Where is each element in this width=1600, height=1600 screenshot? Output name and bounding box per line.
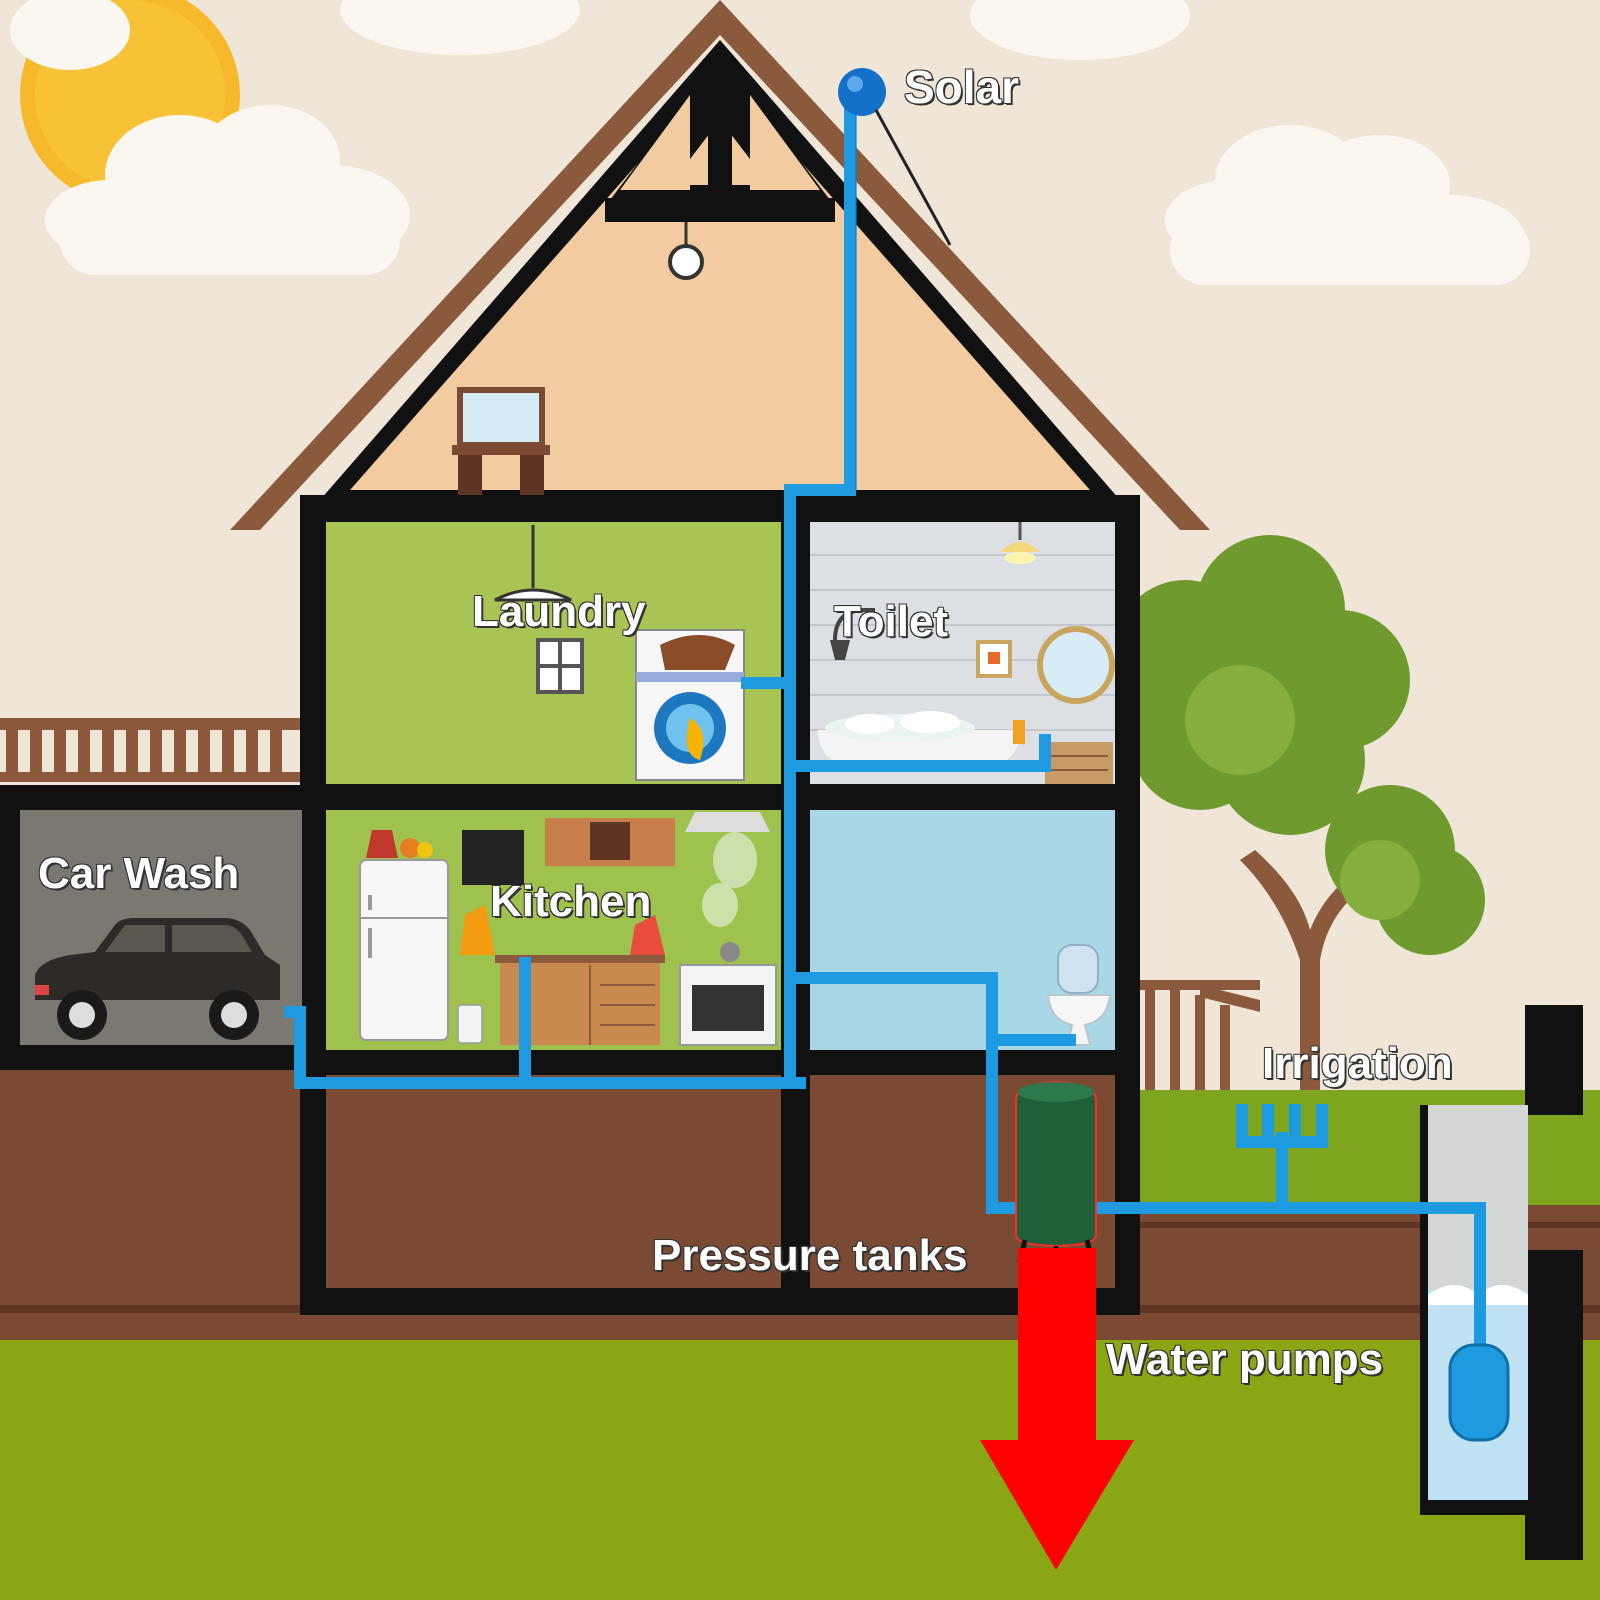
label-kitchen: Kitchen: [489, 877, 652, 926]
lamp-icon: [668, 222, 704, 280]
label-solar: Solar: [903, 61, 1020, 113]
label-water-pumps: Water pumps: [1105, 1335, 1384, 1384]
trash-bin: [457, 1004, 483, 1044]
down-arrow-icon: [980, 1248, 1134, 1570]
shower-head-icon: [830, 608, 875, 660]
pressure-tank-icon: [1015, 1080, 1097, 1263]
bathtub-icon: [818, 711, 1020, 768]
back-stairs: [1140, 980, 1260, 1090]
steam: [702, 832, 757, 927]
label-toilet: Toilet: [833, 597, 949, 646]
solar-collector-icon: [838, 68, 952, 246]
label-car-wash: Car Wash: [37, 849, 240, 898]
cloud-icon: [1165, 125, 1530, 285]
washing-machine-icon: [635, 629, 745, 781]
lamp-icon: [494, 525, 572, 602]
refrigerator-icon: [359, 859, 449, 1041]
car-icon: [35, 918, 280, 1040]
label-laundry: Laundry: [471, 587, 646, 636]
wall-cabinet: [545, 818, 675, 866]
range-hood: [685, 812, 770, 832]
well-pump-icon: [1448, 1343, 1510, 1442]
picture-frame: [976, 640, 1012, 678]
label-pressure-tanks: Pressure tanks: [651, 1231, 968, 1280]
cloud-icon: [10, 0, 1190, 70]
basement-left: [326, 1075, 781, 1288]
label-irrigation: Irrigation: [1261, 1039, 1453, 1088]
roof: [230, 0, 1210, 530]
grass-ground: [0, 1340, 1600, 1600]
mirror-icon: [1037, 626, 1115, 704]
tree-icon: [1115, 535, 1485, 1090]
laundry-window: [536, 638, 584, 694]
lamp-icon: [1000, 522, 1040, 564]
attic-window: [452, 387, 550, 497]
tv-screen: [462, 830, 524, 885]
fence: [0, 718, 300, 782]
water-pipes: [284, 86, 1486, 1346]
kettle-icon: [366, 830, 433, 858]
stove-icon: [679, 942, 777, 1046]
sink-cabinet: [1013, 720, 1113, 784]
toilet-icon: [1046, 944, 1112, 1046]
cloud-icon: [45, 105, 410, 275]
